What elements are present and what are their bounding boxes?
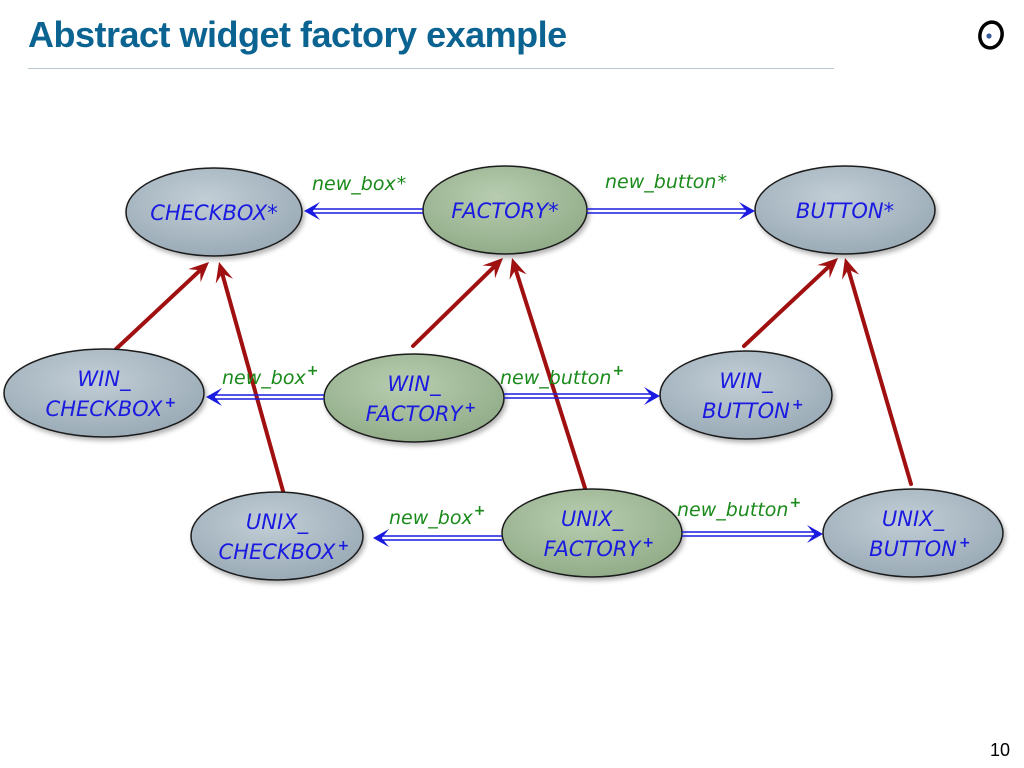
client-arrow-win-button: new_button+ [500, 363, 660, 405]
node-superscript: + [337, 538, 349, 554]
node-label: WIN_ [387, 372, 441, 397]
client-arrow-checkbox: new_box* [304, 173, 423, 220]
node-label: CHECKBOX [219, 540, 337, 564]
eiffel-logo-icon [978, 20, 1004, 50]
class-node-win-factory: WIN_ FACTORY+ [323, 353, 505, 443]
title-divider [28, 68, 834, 69]
node-label: BUTTON* [796, 199, 894, 223]
node-label: WIN_ [719, 369, 773, 394]
feature-label: new_button [500, 367, 611, 389]
inherit-arrow-win-checkbox [114, 262, 209, 351]
class-node-factory: FACTORY* [422, 165, 588, 255]
node-ellipse [190, 491, 364, 581]
feature-superscript: * [717, 171, 727, 193]
node-label: BUTTON [869, 537, 957, 561]
slide-title: Abstract widget factory example [28, 14, 567, 55]
class-node-win-button: WIN_ BUTTON+ [659, 350, 833, 440]
client-arrow-button: new_button* [587, 171, 755, 220]
feature-superscript: + [789, 495, 801, 511]
node-ellipse [754, 165, 936, 255]
node-label: UNIX_ [561, 507, 624, 532]
inherit-arrow-unix-checkbox [215, 262, 285, 493]
feature-superscript: + [474, 503, 486, 519]
node-label: UNIX_ [882, 507, 945, 532]
node-ellipse [659, 350, 833, 440]
node-superscript: + [959, 535, 971, 551]
class-node-checkbox: CHECKBOX* [125, 167, 303, 257]
client-arrow-win-checkbox: new_box+ [206, 363, 324, 406]
node-ellipse [323, 353, 505, 443]
feature-label: new_box [389, 507, 473, 529]
client-arrow-unix-button: new_button+ [677, 495, 823, 543]
node-label: FACTORY [366, 402, 465, 426]
class-node-unix-checkbox: UNIX_ CHECKBOX+ [190, 491, 364, 581]
node-ellipse [3, 348, 205, 438]
inherit-arrow-unix-button [841, 258, 913, 486]
inherit-arrow-win-factory [411, 258, 503, 348]
feature-label: new_box [222, 367, 306, 389]
node-label: FACTORY [544, 537, 643, 561]
client-arrow-unix-checkbox: new_box+ [373, 503, 502, 547]
class-node-unix-factory: UNIX_ FACTORY+ [501, 488, 683, 578]
page-number: 10 [989, 740, 1010, 760]
node-label: CHECKBOX [46, 397, 164, 421]
node-label: CHECKBOX* [150, 201, 277, 225]
class-node-win-checkbox: WIN_ CHECKBOX+ [3, 348, 205, 438]
feature-superscript: + [307, 363, 319, 379]
class-node-unix-button: UNIX_ BUTTON+ [822, 488, 1004, 578]
feature-label: new_button [677, 499, 788, 521]
node-superscript: + [464, 400, 476, 416]
inherit-arrow-win-button [742, 258, 838, 348]
node-label: WIN_ [77, 367, 131, 392]
inherit-arrow-unix-factory [509, 258, 587, 490]
class-node-button: BUTTON* [754, 165, 936, 255]
node-label: UNIX_ [246, 510, 309, 535]
node-superscript: + [642, 535, 654, 551]
node-label: BUTTON [702, 399, 790, 423]
feature-label: new_button [605, 171, 716, 193]
feature-superscript: + [612, 363, 624, 379]
node-ellipse [501, 488, 683, 578]
node-ellipse [422, 165, 588, 255]
feature-label: new_box [312, 173, 396, 195]
node-ellipse [125, 167, 303, 257]
node-superscript: + [792, 397, 804, 413]
feature-superscript: * [397, 173, 407, 195]
node-label: FACTORY* [451, 199, 558, 223]
node-ellipse [822, 488, 1004, 578]
node-superscript: + [164, 395, 176, 411]
